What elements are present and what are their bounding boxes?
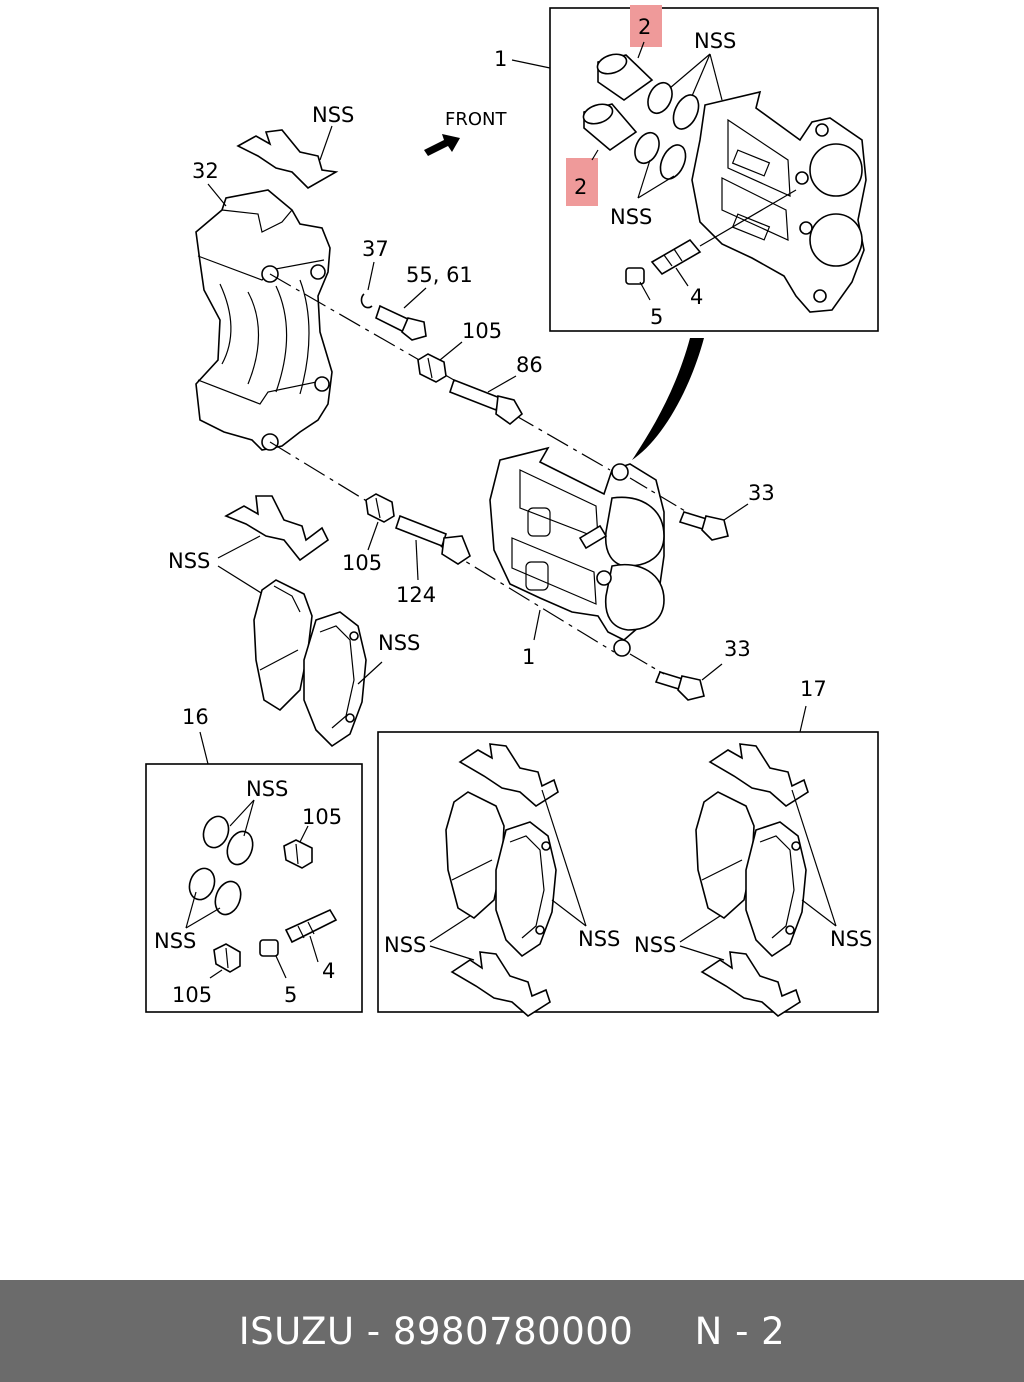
footer-separator: -	[354, 1309, 393, 1353]
piston-highlight-top	[630, 5, 662, 47]
pin-boot-kit-upper	[283, 839, 313, 869]
label-nss-pads: NSS	[378, 631, 420, 655]
pin-axis-lower	[269, 441, 615, 653]
bleeder-cap-kit	[259, 939, 279, 957]
label-boot-kit-lower: 105	[172, 983, 212, 1007]
part-footer: ISUZU - 8980780000 N - 2	[0, 1280, 1024, 1382]
label-guide-pin-upper: 86	[516, 353, 543, 377]
footer-page: N - 2	[694, 1309, 786, 1353]
pad-kit-inset: NSS NSS NSS NSS	[377, 731, 879, 1017]
label-boot-kit-upper: 105	[302, 805, 342, 829]
piston-highlight-bottom	[566, 158, 598, 206]
brake-pad-outer	[303, 611, 367, 748]
pin-boot-kit-lower	[213, 943, 241, 973]
caliper-kit-inset: NSS NSS 2 2 4 5	[549, 5, 879, 332]
label-boot-lower: 105	[342, 551, 382, 575]
label-front: FRONT	[445, 109, 507, 130]
label-piston-top: 2	[638, 15, 651, 39]
label-guide-bolt: 55, 61	[406, 263, 473, 287]
mounting-bolt-lower	[654, 671, 705, 701]
label-nss-kit-bottom: NSS	[154, 929, 196, 953]
pin-boot-upper	[417, 353, 447, 383]
label-nss-inset-top: NSS	[694, 29, 736, 53]
brake-caliper-exploded-diagram: NSS NSS 2 2 4 5 1 FRONT NSS 32 37	[145, 5, 879, 1017]
snap-ring	[360, 293, 373, 309]
label-caliper-top: 1	[494, 47, 507, 71]
seal-ring	[672, 94, 700, 130]
seal-kit-inset: NSS NSS 105 105 4 5	[145, 763, 363, 1013]
inset-connector	[632, 338, 704, 460]
guide-pin-upper	[449, 378, 524, 426]
label-nss-clip-upper: NSS	[312, 103, 354, 127]
caliper-body-inset	[691, 90, 867, 313]
seal-ring	[634, 131, 660, 165]
bleeder-cap-inset	[625, 267, 645, 285]
seal-ring	[659, 144, 687, 180]
bleeder-screw-kit	[284, 908, 338, 944]
label-boot-upper: 105	[462, 319, 502, 343]
label-seal-kit: 16	[182, 705, 209, 729]
label-snap-ring: 37	[362, 237, 389, 261]
front-arrow-icon	[424, 134, 460, 156]
label-cap-kit: 5	[284, 983, 297, 1007]
bleeder-screw-inset	[650, 189, 797, 276]
label-cap-inset: 5	[650, 305, 663, 329]
caliper-support-bracket	[195, 189, 333, 451]
anti-rattle-clip-upper	[236, 129, 339, 189]
label-pad-kit: 17	[800, 677, 827, 701]
label-bolt-upper: 33	[748, 481, 775, 505]
label-nss-inset-bottom: NSS	[610, 205, 652, 229]
label-nss-clip-lower: NSS	[168, 549, 210, 573]
pin-axis-upper	[269, 273, 611, 471]
guide-pin-lower	[395, 514, 471, 565]
label-nss-pad-kit-1: NSS	[384, 933, 426, 957]
label-nss-pad-kit-4: NSS	[830, 927, 872, 951]
label-bolt-lower: 33	[724, 637, 751, 661]
pin-boot-lower	[365, 493, 395, 523]
label-bleeder-inset: 4	[690, 285, 703, 309]
guide-bolt-short	[375, 304, 427, 341]
label-nss-pad-kit-2: NSS	[578, 927, 620, 951]
piston-upper	[596, 53, 654, 101]
label-nss-kit-top: NSS	[246, 777, 288, 801]
mounting-bolt-upper	[678, 511, 729, 541]
label-caliper-main: 1	[522, 645, 535, 669]
footer-brand: ISUZU	[238, 1309, 355, 1353]
label-nss-pad-kit-3: NSS	[634, 933, 676, 957]
footer-part-number: 8980780000	[392, 1309, 634, 1353]
label-bleeder-kit: 4	[322, 959, 335, 983]
label-bracket: 32	[192, 159, 219, 183]
pad-set-right	[695, 743, 809, 1017]
piston-lower	[582, 103, 638, 152]
pad-set-left	[445, 743, 559, 1017]
label-piston-bottom: 2	[574, 175, 587, 199]
anti-rattle-clip-lower	[224, 495, 330, 562]
footer-gap	[633, 1310, 694, 1353]
seal-ring	[647, 81, 673, 115]
label-guide-pin-lower: 124	[396, 583, 436, 607]
brake-caliper-main	[489, 446, 665, 657]
brake-pad-inner	[253, 579, 313, 712]
